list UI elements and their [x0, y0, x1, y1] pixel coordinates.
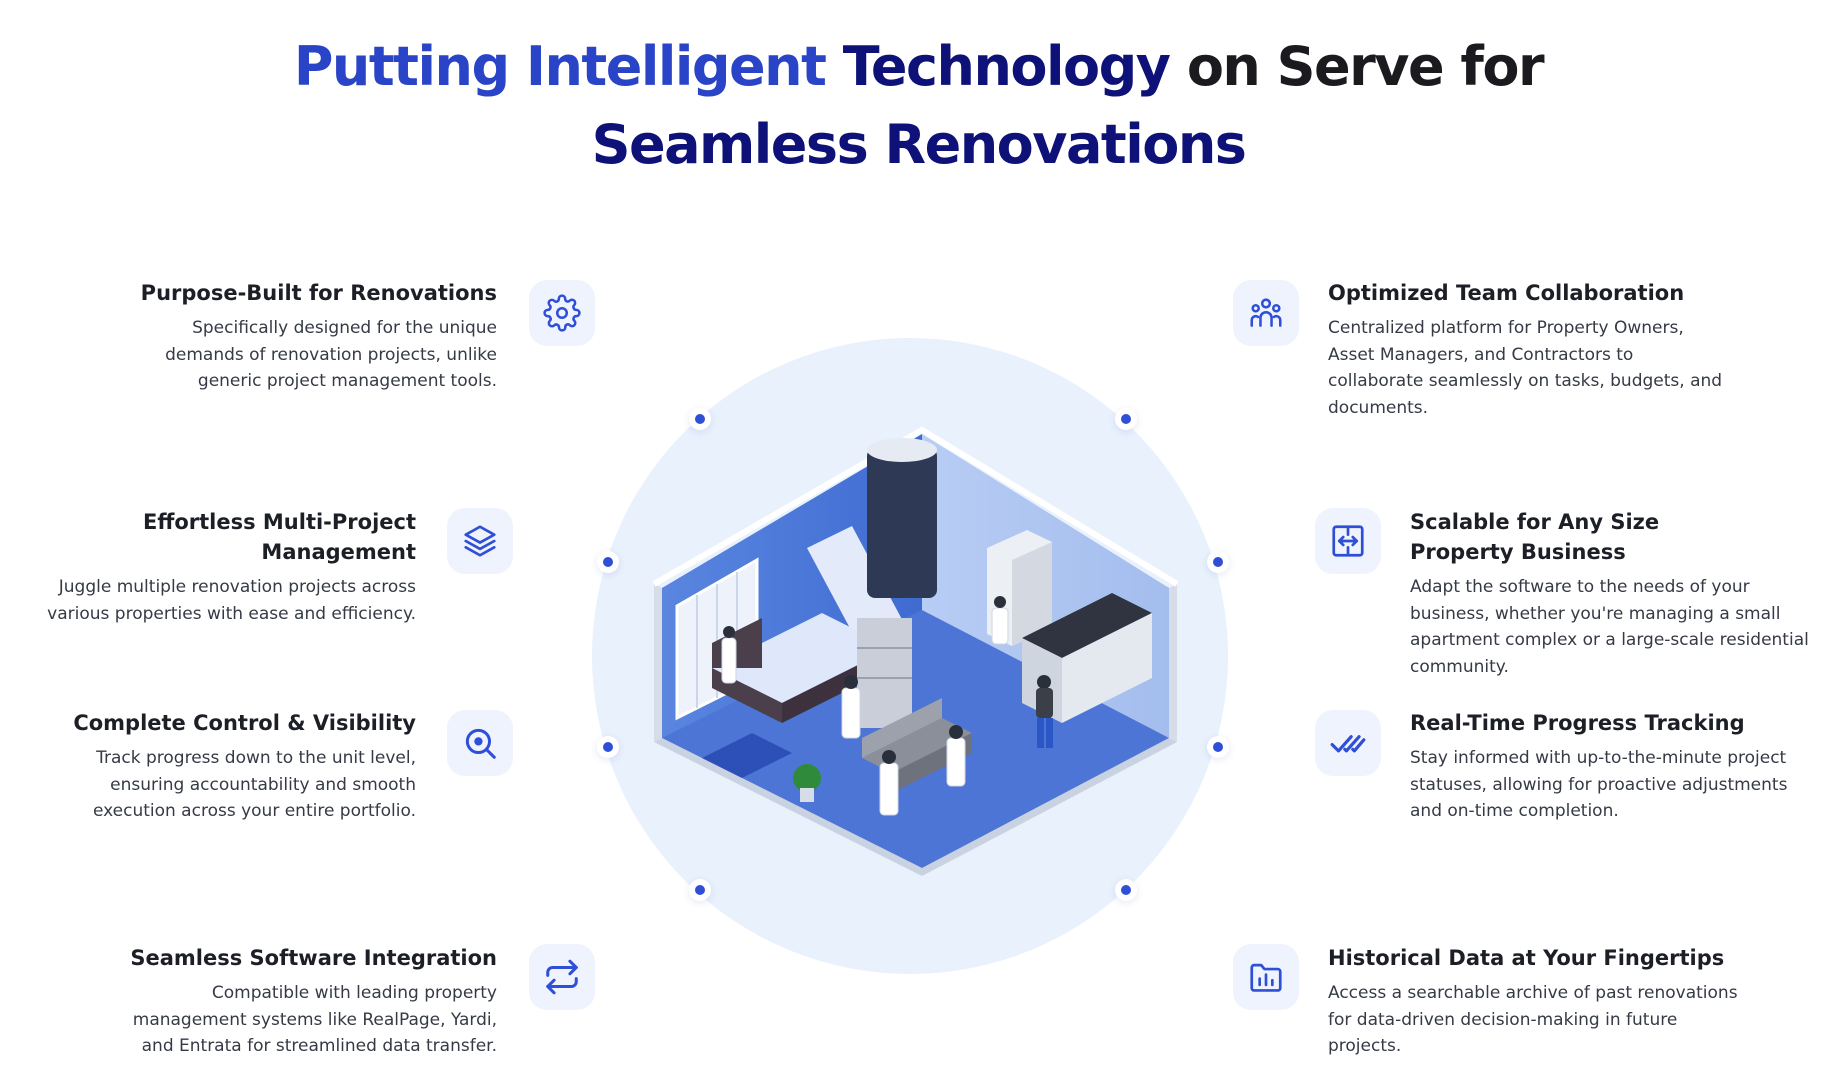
feature-icon-box [447, 508, 513, 574]
feature-icon-box [1315, 710, 1381, 776]
feature-description: Adapt the software to the needs of your … [1410, 577, 1809, 677]
feature-title: Seamless Software Integration [130, 946, 497, 970]
double-check-icon [1330, 735, 1366, 753]
feature-description: Compatible with leading property managem… [132, 983, 497, 1056]
ring-dot [603, 557, 613, 567]
team-icon [1250, 298, 1282, 327]
feature-description: Access a searchable archive of past reno… [1328, 983, 1738, 1056]
feature-icon-box [1315, 508, 1381, 574]
feature-progress-tracking: Real-Time Progress Tracking Stay informe… [1410, 708, 1820, 825]
feature-description: Specifically designed for the unique dem… [165, 318, 497, 391]
page-title: Putting Intelligent Technology on Serve … [0, 28, 1837, 184]
feature-icon-box [447, 710, 513, 776]
feature-icon-box [529, 280, 595, 346]
page-title-line-2: Seamless Renovations [591, 113, 1247, 176]
ring-dot [695, 414, 705, 424]
feature-title: Purpose-Built for Renovations [140, 281, 497, 305]
page-title-rest: on Serve for [1186, 35, 1545, 98]
feature-description: Track progress down to the unit level, e… [92, 748, 416, 821]
feature-description: Stay informed with up-to-the-minute proj… [1410, 748, 1788, 821]
feature-title: Complete Control & Visibility [73, 711, 416, 735]
ring-dot [1213, 742, 1223, 752]
ring-dot [695, 885, 705, 895]
feature-purpose-built: Purpose-Built for Renovations Specifical… [140, 278, 497, 395]
feature-icon-box [1233, 280, 1299, 346]
gear-icon [543, 294, 581, 332]
feature-description: Juggle multiple renovation projects acro… [47, 577, 416, 624]
feature-icon-box [1233, 944, 1299, 1010]
page-title-highlight: Putting Intelligent [293, 35, 827, 98]
folder-chart-icon [1250, 963, 1282, 992]
search-icon [465, 728, 496, 759]
feature-historical-data: Historical Data at Your Fingertips Acces… [1328, 943, 1738, 1060]
feature-team-collaboration: Optimized Team Collaboration Centralized… [1328, 278, 1728, 421]
ring-dot [1213, 557, 1223, 567]
feature-multi-project: Effortless Multi-Project Management Jugg… [25, 507, 416, 627]
ring-dot [603, 742, 613, 752]
expand-icon [1332, 525, 1364, 557]
page-title-emphasis: Technology [842, 35, 1171, 98]
feature-control-visibility: Complete Control & Visibility Track prog… [66, 708, 416, 825]
feature-title: Real-Time Progress Tracking [1410, 711, 1745, 735]
renovation-illustration [592, 338, 1228, 974]
feature-title: Optimized Team Collaboration [1328, 281, 1685, 305]
repeat-icon [546, 959, 578, 995]
feature-title: Scalable for Any Size Property Business [1410, 510, 1660, 564]
layers-icon [464, 525, 496, 557]
feature-title: Historical Data at Your Fingertips [1328, 946, 1725, 970]
ring-dot [1121, 885, 1131, 895]
page-title-line-1: Putting Intelligent Technology on Serve … [0, 28, 1837, 106]
ring-dot [1121, 414, 1131, 424]
feature-description: Centralized platform for Property Owners… [1328, 318, 1723, 418]
isometric-room-illustration [592, 338, 1228, 974]
feature-icon-box [529, 944, 595, 1010]
feature-scalable: Scalable for Any Size Property Business … [1410, 507, 1815, 680]
feature-software-integration: Seamless Software Integration Compatible… [100, 943, 497, 1060]
feature-title: Effortless Multi-Project Management [142, 510, 416, 564]
